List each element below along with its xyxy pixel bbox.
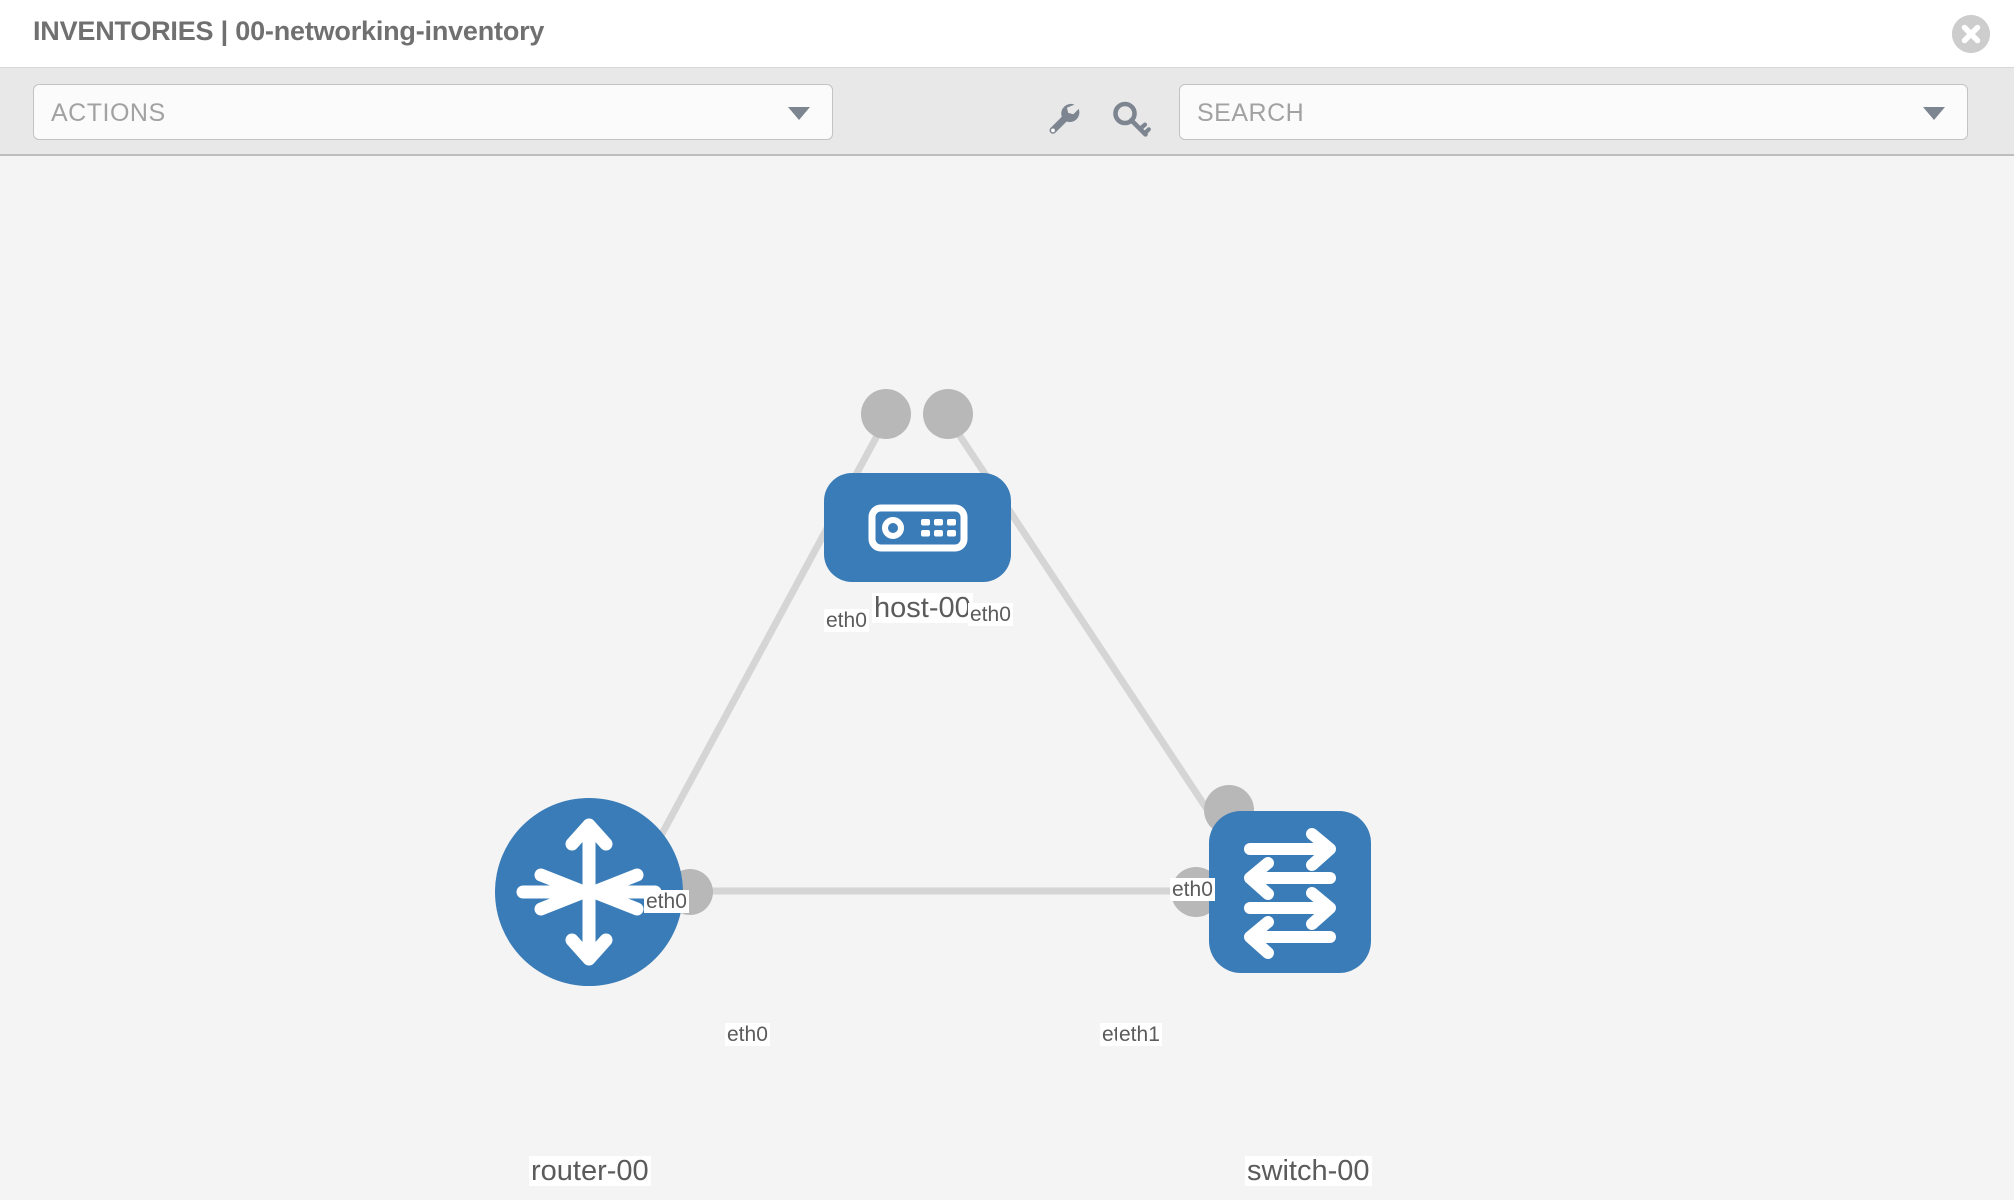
credentials-key-button[interactable] (1109, 96, 1153, 140)
router-arrows-icon (516, 818, 662, 966)
actions-dropdown[interactable]: ACTIONS (33, 84, 833, 140)
topology-canvas[interactable]: host-00 router-00 switch-00 eth0 eth0 et… (0, 156, 2014, 1200)
node-label-host-00: host-00 (872, 592, 973, 624)
interface-connectors (667, 389, 1254, 917)
node-label-router-00: router-00 (529, 1155, 651, 1187)
close-icon (1952, 15, 1990, 53)
settings-wrench-button[interactable] (1041, 96, 1085, 140)
server-icon (868, 504, 968, 552)
iface-label-switch00-uplink-eth0: eth0 (1170, 878, 1215, 902)
switch-arrows-icon (1244, 828, 1336, 959)
node-router-00[interactable] (495, 798, 683, 986)
connector-host00-eth0-left[interactable] (861, 389, 911, 439)
connector-host00-eth0-right[interactable] (923, 389, 973, 439)
wrench-icon (1049, 103, 1080, 134)
actions-dropdown-label: ACTIONS (51, 99, 166, 127)
search-input[interactable]: SEARCH (1179, 84, 1968, 140)
page-title: INVENTORIES | 00-networking-inventory (33, 16, 545, 46)
chevron-down-icon (788, 107, 810, 120)
key-icon (1113, 101, 1151, 137)
iface-label-router00-uplink-eth0: eth0 (644, 890, 689, 914)
search-input-placeholder: SEARCH (1197, 99, 1305, 127)
iface-label-host00-eth0-left: eth0 (824, 609, 869, 633)
iface-label-host00-eth0-right: eth0 (968, 603, 1013, 627)
chevron-down-icon (1923, 107, 1945, 120)
node-switch-00[interactable] (1209, 811, 1371, 973)
node-host-00[interactable] (824, 473, 1011, 582)
close-button[interactable] (1952, 15, 1990, 53)
page-header: INVENTORIES | 00-networking-inventory (0, 0, 2014, 68)
iface-label-router00-eth0: eth0 (725, 1023, 770, 1047)
toolbar: ACTIONS SEARCH (0, 68, 2014, 156)
topology-graph (495, 389, 1371, 986)
switch-node-body (1209, 811, 1371, 973)
node-label-switch-00: switch-00 (1245, 1155, 1372, 1187)
iface-label-switch00-eth1: eth1 (1117, 1023, 1162, 1047)
host-node-body (824, 473, 1011, 582)
